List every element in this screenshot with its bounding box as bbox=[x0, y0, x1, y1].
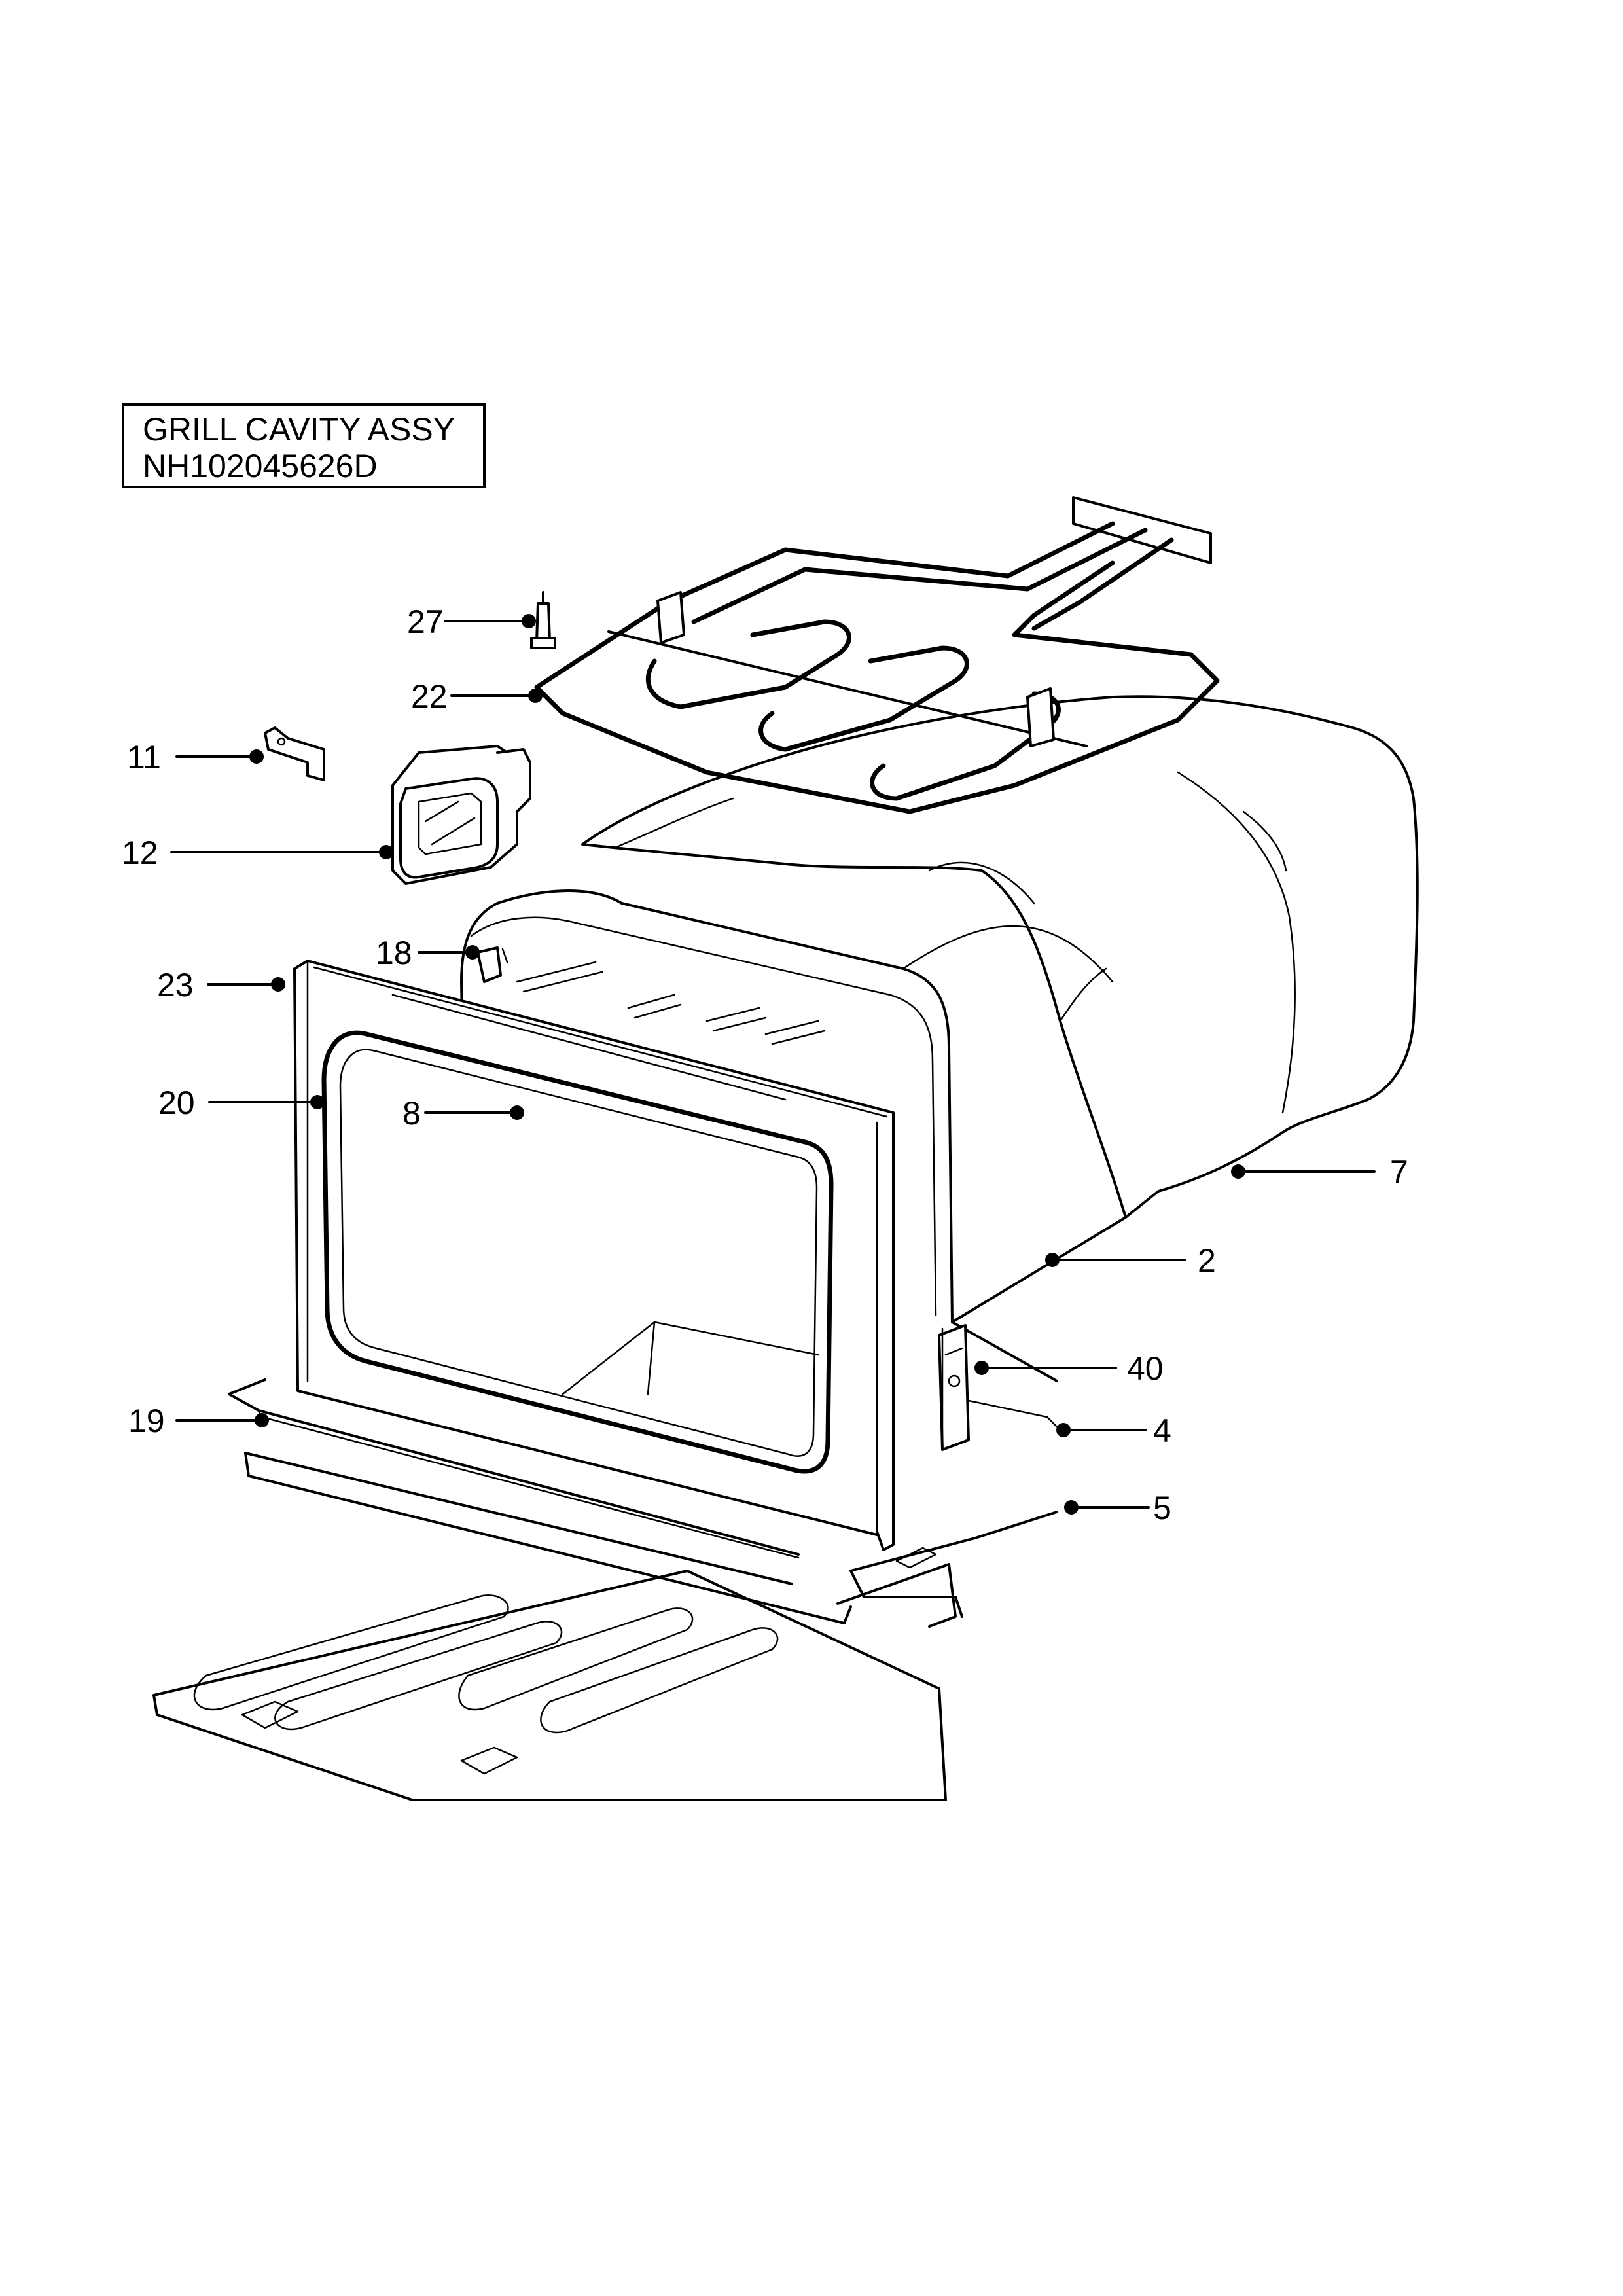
cavity-floor bbox=[562, 1321, 819, 1395]
oven-lamp-assembly bbox=[391, 745, 531, 885]
callout-23: 23 bbox=[157, 967, 194, 1003]
assembly-name: GRILL CAVITY ASSY bbox=[143, 411, 455, 448]
callout-20: 20 bbox=[158, 1085, 195, 1121]
diagram-title-box: GRILL CAVITY ASSY NH102045626D bbox=[122, 403, 486, 488]
insulation-blanket bbox=[581, 695, 1419, 1219]
callout-leaders bbox=[170, 614, 1376, 1515]
callout-40: 40 bbox=[1127, 1350, 1164, 1387]
callout-18: 18 bbox=[376, 935, 412, 971]
callout-22: 22 bbox=[411, 678, 448, 715]
grill-element bbox=[534, 496, 1220, 814]
fixing-screw bbox=[530, 591, 556, 649]
front-frame bbox=[293, 960, 895, 1551]
callout-12: 12 bbox=[122, 834, 158, 871]
callout-19: 19 bbox=[128, 1403, 165, 1439]
callout-7: 7 bbox=[1390, 1154, 1408, 1191]
callout-5: 5 bbox=[1153, 1490, 1171, 1526]
callout-11: 11 bbox=[127, 739, 161, 776]
callout-8: 8 bbox=[402, 1095, 421, 1132]
thermostat bbox=[938, 1324, 970, 1451]
door-seal bbox=[321, 1030, 834, 1474]
callout-numbers: 27 22 11 12 18 23 20 8 7 2 40 4 19 5 bbox=[122, 603, 1408, 1526]
wire-link bbox=[967, 1399, 1061, 1431]
bottom-element-tray bbox=[152, 1570, 947, 1801]
cavity-clip bbox=[476, 946, 508, 983]
side-bracket bbox=[836, 1511, 1058, 1628]
callout-27: 27 bbox=[407, 603, 444, 640]
mounting-clip bbox=[264, 726, 325, 781]
callout-2: 2 bbox=[1198, 1242, 1216, 1279]
oven-cavity-body bbox=[460, 889, 1127, 1382]
callout-4: 4 bbox=[1153, 1412, 1171, 1449]
assembly-part-number: NH102045626D bbox=[143, 448, 378, 484]
